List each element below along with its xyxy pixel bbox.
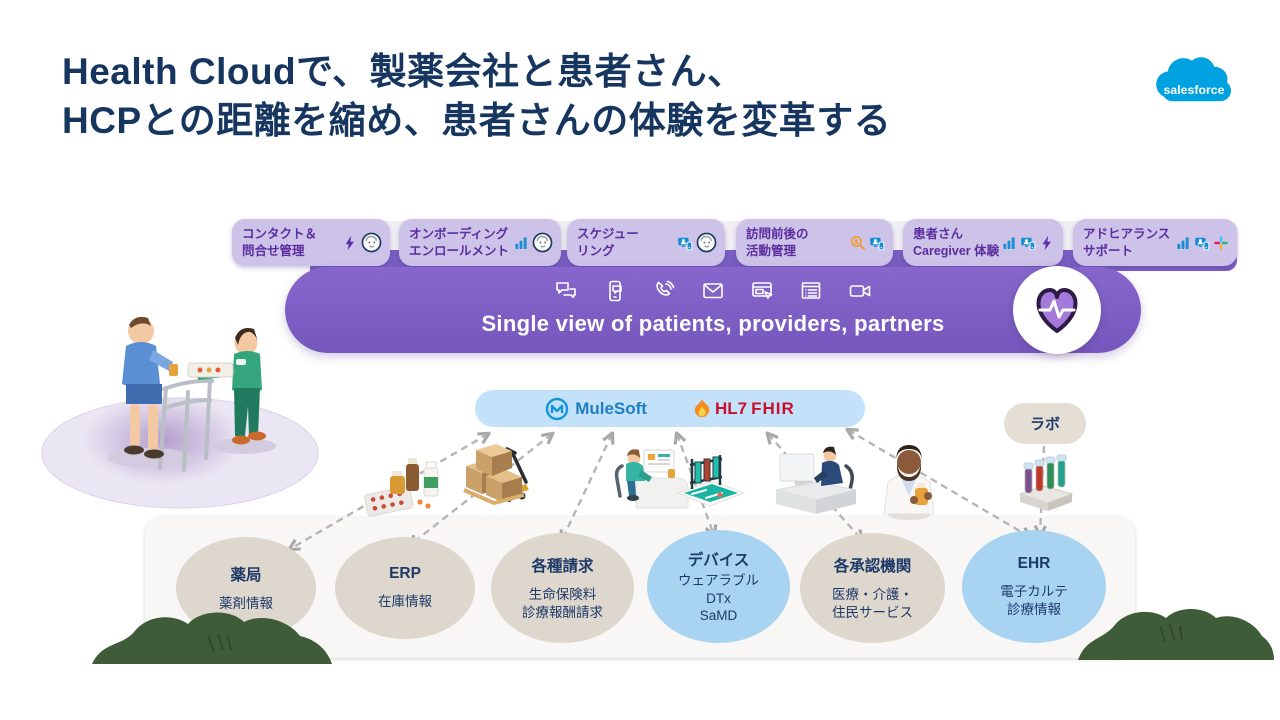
devices-icon [870, 237, 885, 250]
mulesoft-icon [546, 397, 569, 420]
source-bubble: EHR 電子カルテ診療情報 [962, 530, 1106, 643]
lightning-icon [1042, 235, 1051, 250]
source-bubble-line: 住民サービス [832, 605, 913, 620]
capability-chip-icons [342, 232, 382, 253]
capability-chip: コンタクト＆問合せ管理 [232, 219, 390, 266]
einstein-icon [532, 232, 553, 253]
capability-chip-icons [677, 232, 717, 253]
capability-chip-icons [1001, 235, 1055, 251]
patient-figure [122, 316, 178, 459]
email-icon [703, 283, 723, 299]
source-bubble-line: 医療・介護・ [832, 587, 913, 603]
devices-icon [1021, 237, 1036, 250]
capability-chip: 訪問前後の活動管理 [736, 219, 893, 266]
nurse-figure [187, 328, 266, 445]
fhir-label: FHIR [751, 398, 795, 418]
bar-chart-icon [1003, 236, 1015, 249]
lab-pill: ラボ [1004, 403, 1086, 444]
salesforce-logo-icon: salesforce [1156, 57, 1231, 102]
capability-chip-icons [513, 232, 553, 253]
heartbeat-heart-icon [1013, 266, 1101, 354]
dashed-connector-arrow [562, 434, 612, 540]
billing-clerk-illustration [614, 449, 689, 509]
einstein-icon [361, 232, 382, 253]
capability-chip-icons [1175, 235, 1229, 251]
source-bubble: 各承認機関医療・介護・住民サービス [800, 533, 945, 643]
source-bubble-title: 各種請求 [531, 558, 594, 576]
salesforce-logo-label: salesforce [1164, 83, 1225, 97]
lab-tubes-illustration [1018, 454, 1074, 511]
source-bubble-line: 薬剤情報 [219, 596, 273, 612]
bar-chart-icon [515, 236, 527, 249]
source-bubble-line: SaMD [699, 608, 738, 624]
pharmacy-meds-illustration [364, 458, 439, 517]
phone-icon [656, 280, 675, 296]
single-view-bar: Single view of patients, providers, part… [285, 267, 1141, 353]
capability-chip-label: コンタクト＆問合せ管理 [242, 227, 318, 258]
doctor-illustration [883, 445, 935, 520]
single-view-label: Single view of patients, providers, part… [481, 311, 945, 336]
devices-icon [1195, 237, 1210, 250]
source-bubble-line: 生命保険料 [528, 587, 597, 603]
office-person-illustration [775, 446, 857, 514]
integration-bar: MuleSoft HL7 FHIR [475, 390, 865, 427]
source-bubble-title: 各承認機関 [833, 558, 912, 576]
bush-left-illustration [92, 612, 332, 664]
chat-icon [556, 282, 576, 299]
source-bubble: 各種請求生命保険料診療報酬請求 [491, 533, 634, 643]
einstein-icon [696, 232, 717, 253]
capability-chip-icons [850, 235, 885, 251]
list-icon [801, 282, 821, 299]
source-bubble-line: 診療情報 [1007, 601, 1061, 617]
source-bubble-title: EHR [1017, 554, 1051, 572]
patient-caregiver-illustration [41, 316, 319, 509]
capability-chip: スケジューリング [567, 219, 725, 266]
capability-chip-label: オンボーディングエンロールメント [409, 227, 510, 258]
person-search-icon [850, 235, 865, 250]
source-bubble-line: ウェアラブル [678, 572, 759, 588]
source-bubble-line: 診療報酬請求 [522, 605, 603, 620]
source-bubble: ERP 在庫情報 [335, 537, 475, 639]
hl7-label: HL7 [714, 398, 748, 418]
capability-chip-label: アドヒアランスサポート [1083, 227, 1171, 258]
bush-right-illustration [1078, 609, 1274, 660]
lab-pill-label: ラボ [1029, 416, 1060, 433]
capability-chip: アドヒアランスサポート [1073, 219, 1237, 266]
hl7-fhir-logo: HL7 FHIR [693, 398, 795, 420]
page-title-line1: Health Cloudで、製薬会社と患者さん、 [62, 51, 745, 92]
devices-icon [678, 237, 693, 250]
dashed-connector-arrow [677, 434, 714, 535]
source-bubble-title: ERP [389, 565, 421, 583]
source-bubble-line: DTx [706, 590, 731, 606]
source-bubble-line: 電子カルテ [1000, 583, 1068, 599]
source-bubble-title: デバイス [687, 551, 750, 569]
web-icon [752, 282, 773, 299]
fhir-flame-icon [694, 398, 710, 417]
source-bubble-line: 在庫情報 [378, 594, 432, 610]
page-title-line2: HCPとの距離を縮め、患者さんの体験を変革する [62, 99, 892, 141]
mobile-chat-icon [609, 280, 622, 302]
capability-chip-label: スケジューリング [577, 227, 639, 258]
source-bubble-title: 薬局 [230, 567, 262, 585]
slack-icon [1214, 235, 1228, 250]
device-samples-illustration [676, 455, 746, 507]
capability-chip: オンボーディングエンロールメント [399, 219, 561, 266]
lightning-icon [345, 235, 354, 250]
page-title: Health Cloudで、製薬会社と患者さん、 HCPとの距離を縮め、患者さん… [62, 48, 1142, 146]
mulesoft-label: MuleSoft [575, 398, 647, 418]
capability-chip-label: 訪問前後の活動管理 [746, 227, 809, 258]
mulesoft-logo: MuleSoft [545, 397, 647, 421]
bar-chart-icon [1177, 236, 1189, 249]
warehouse-pallet-illustration [463, 444, 529, 506]
video-icon [849, 285, 871, 297]
channel-icon-row [285, 279, 1141, 303]
